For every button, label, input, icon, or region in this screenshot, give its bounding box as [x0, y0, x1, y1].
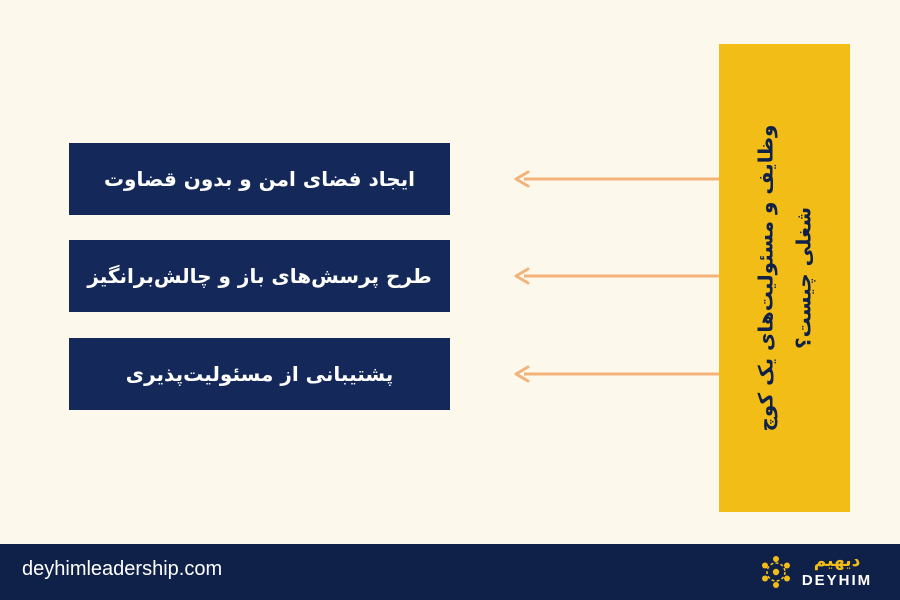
people-circle-icon: [762, 556, 790, 588]
source-title: وظایف و مسئولیت‌های یک کوچ شغلی چیست؟: [747, 125, 823, 432]
item-label-2: طرح پرسش‌های باز و چالش‌برانگیز: [87, 264, 432, 288]
arrow-1: [514, 170, 719, 188]
item-box-3: پشتیبانی از مسئولیت‌پذیری: [69, 338, 450, 410]
item-box-2: طرح پرسش‌های باز و چالش‌برانگیز: [69, 240, 450, 312]
logo-text-en: DEYHIM: [801, 572, 873, 589]
arrows-layer: [514, 170, 719, 383]
source-title-line-1: وظایف و مسئولیت‌های یک کوچ: [753, 124, 778, 432]
item-label-3: پشتیبانی از مسئولیت‌پذیری: [125, 362, 394, 386]
item-box-1: ایجاد فضای امن و بدون قضاوت: [69, 143, 450, 215]
footer-bar: deyhimleadership.com دیهیم DEYHIM: [0, 544, 900, 600]
arrow-2: [514, 267, 719, 285]
arrow-3: [514, 365, 719, 383]
source-box: وظایف و مسئولیت‌های یک کوچ شغلی چیست؟: [719, 44, 850, 512]
diagram-canvas: وظایف و مسئولیت‌های یک کوچ شغلی چیست؟ ای…: [69, 44, 850, 512]
source-title-line-2: شغلی چیست؟: [791, 206, 816, 350]
logo-text-fa: دیهیم: [813, 551, 861, 571]
footer-website-link[interactable]: deyhimleadership.com: [22, 558, 223, 580]
item-label-1: ایجاد فضای امن و بدون قضاوت: [103, 167, 416, 191]
brand-logo: دیهیم DEYHIM: [758, 551, 878, 593]
